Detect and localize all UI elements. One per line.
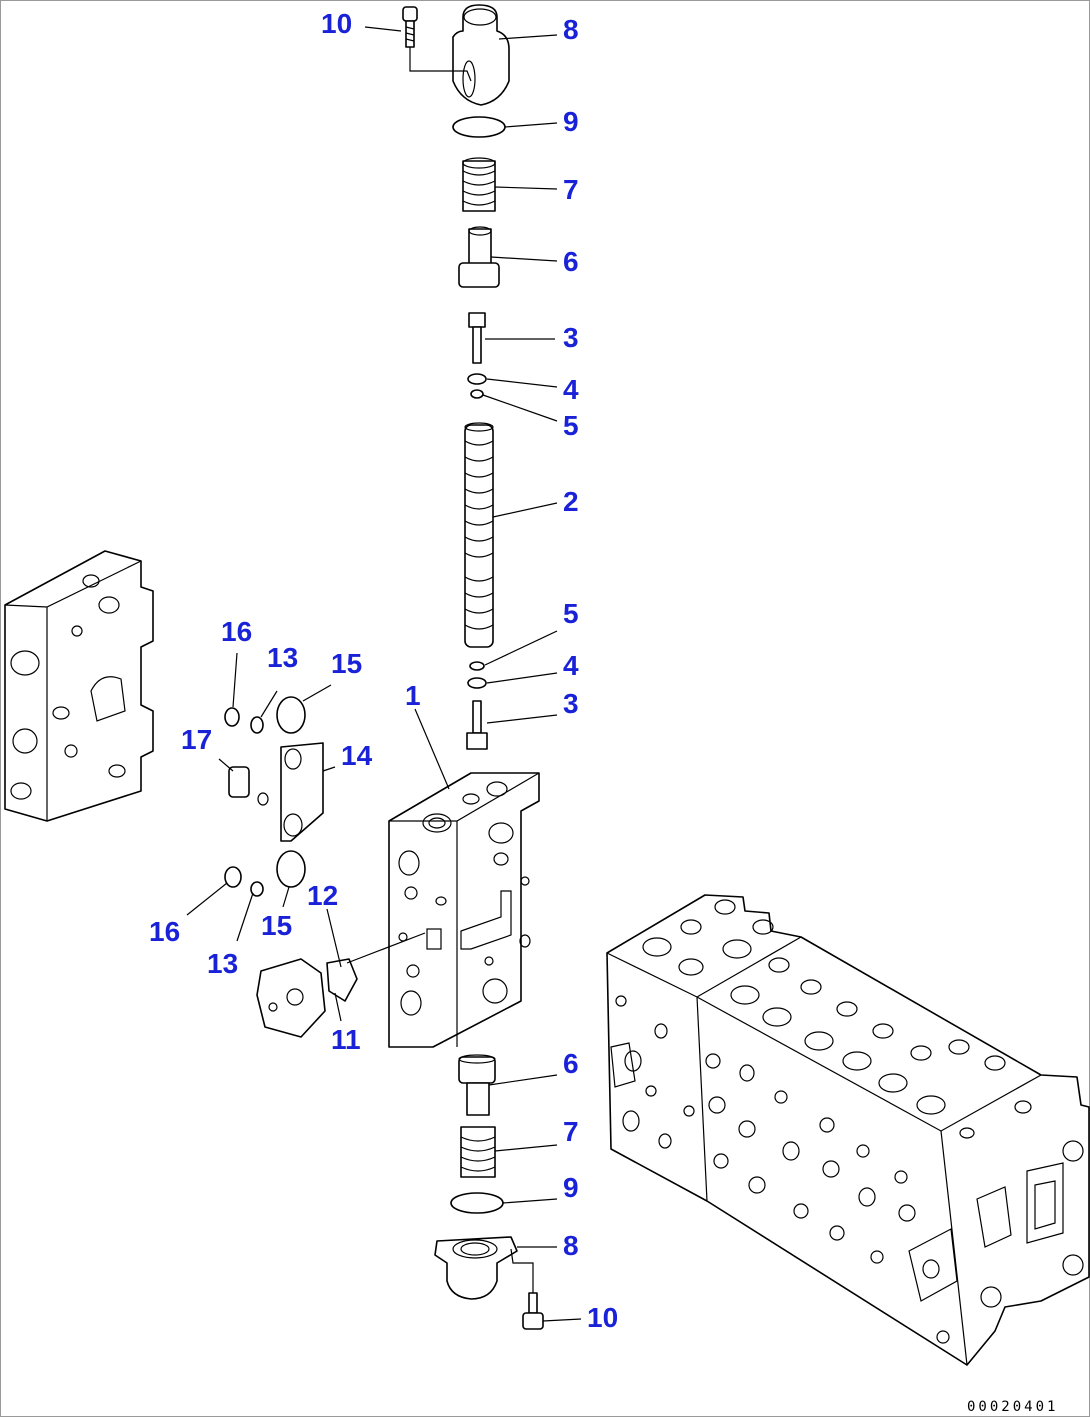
washer-4-top: [467, 373, 487, 385]
bolt-10-top: [402, 6, 418, 48]
main-control-valve: [606, 894, 1090, 1366]
bolt-3-top: [468, 312, 486, 364]
callout-6-bottom: 6: [563, 1048, 579, 1079]
callout-labels: 10 8 9 7 6 3 4 5 2 5 4 3 1 16 13 15 17 1…: [149, 8, 618, 1333]
callout-9-top: 9: [563, 106, 579, 137]
callout-13-bottom: 13: [207, 948, 238, 979]
callout-5-mid: 5: [563, 598, 579, 629]
drawing-code: 00020401: [967, 1399, 1058, 1415]
o-ring-13-bottom: [250, 881, 264, 897]
callout-16-bottom: 16: [149, 916, 180, 947]
bolt-10-bottom: [522, 1292, 544, 1330]
callout-1: 1: [405, 680, 421, 711]
o-ring-9-bottom: [450, 1192, 504, 1214]
callout-7-bottom: 7: [563, 1116, 579, 1147]
pin-17: [228, 766, 269, 806]
callout-15-top: 15: [331, 648, 362, 679]
callout-15-bottom: 15: [261, 910, 292, 941]
callout-8-top: 8: [563, 14, 579, 45]
washer-4-mid: [467, 677, 487, 689]
cap-8-top: [452, 4, 510, 106]
o-ring-13-top: [250, 716, 264, 734]
callout-13-top: 13: [267, 642, 298, 673]
callout-9-bottom: 9: [563, 1172, 579, 1203]
o-ring-15-bottom: [276, 850, 306, 888]
callout-4-top: 4: [563, 374, 579, 405]
callout-4-mid: 4: [563, 650, 579, 681]
washer-5-top: [470, 389, 484, 399]
callout-11: 11: [331, 1024, 361, 1055]
callout-6-top: 6: [563, 246, 579, 277]
callout-17: 17: [181, 724, 212, 755]
valve-body-1: [388, 772, 540, 1048]
plug-16-bottom: [224, 866, 242, 888]
callout-3-mid: 3: [563, 688, 579, 719]
callout-7-top: 7: [563, 174, 579, 205]
o-ring-9-top: [452, 116, 506, 138]
callout-3-top: 3: [563, 322, 579, 353]
callout-5-top: 5: [563, 410, 579, 441]
retainer-6-bottom: [458, 1054, 496, 1116]
spool-2: [464, 422, 494, 648]
spring-7-bottom: [460, 1126, 496, 1178]
callout-16-top: 16: [221, 616, 252, 647]
plate-14: [280, 742, 324, 842]
callout-8-bottom: 8: [563, 1230, 579, 1261]
callout-14: 14: [341, 740, 373, 771]
cover-12-11: [256, 958, 358, 1038]
bolt-3-mid: [466, 700, 488, 750]
callout-12: 12: [307, 880, 338, 911]
cap-8-bottom: [434, 1236, 518, 1300]
plug-16-top: [224, 707, 240, 727]
retainer-6-top: [458, 226, 500, 288]
o-ring-15-top: [276, 696, 306, 734]
spring-7-top: [462, 157, 496, 212]
washer-5-mid: [469, 661, 485, 671]
leader-lines: [186, 26, 582, 1322]
callout-10-top: 10: [321, 8, 352, 39]
callout-2: 2: [563, 486, 579, 517]
adjacent-valve-section: [4, 550, 154, 822]
callout-10-bottom: 10: [587, 1302, 618, 1333]
